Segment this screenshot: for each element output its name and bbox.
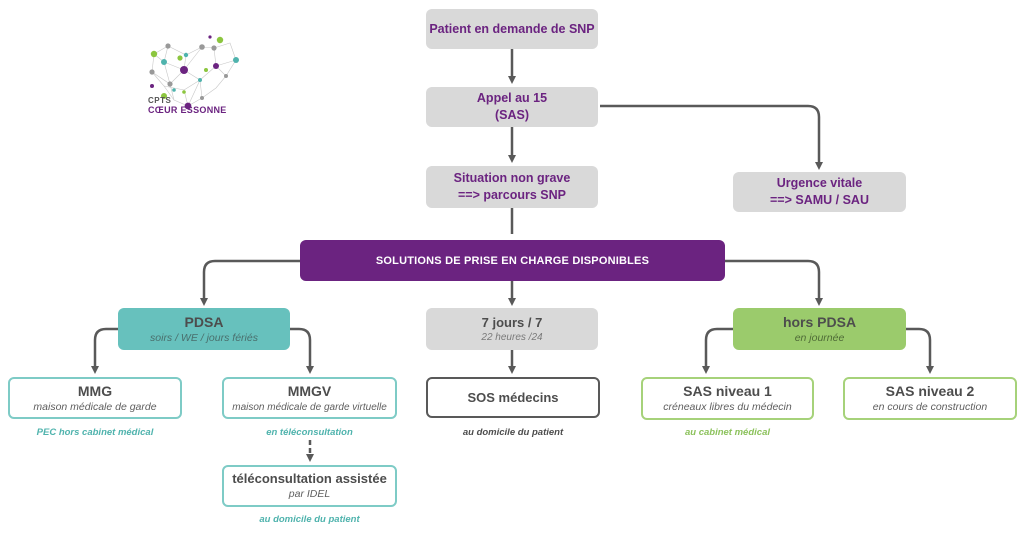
node-pdsa-subtitle: soirs / WE / jours fériés [150, 331, 258, 344]
node-appel-line2: (SAS) [494, 108, 530, 122]
node-solutions: SOLUTIONS DE PRISE EN CHARGE DISPONIBLES [300, 240, 725, 281]
node-hors-title: hors PDSA [782, 313, 857, 330]
node-pdsa-title: PDSA [184, 313, 224, 330]
logo-text-coeur-essonne: CŒUR ESSONNE [148, 105, 227, 115]
node-hors-subtitle: en journée [794, 331, 845, 344]
note-mmg: PEC hors cabinet médical [36, 427, 154, 438]
node-solutions-label: SOLUTIONS DE PRISE EN CHARGE DISPONIBLES [375, 254, 650, 267]
arrow-pdsa-to-mmgv [290, 327, 314, 374]
node-situation: Situation non grave ==> parcours SNP [426, 166, 598, 208]
node-hors-pdsa: hors PDSA en journée [733, 308, 906, 350]
node-urgence-line2: ==> SAMU / SAU [770, 193, 869, 207]
node-sas1-subtitle: créneaux libres du médecin [663, 401, 792, 413]
node-mmgv: MMGV maison médicale de garde virtuelle [222, 377, 397, 419]
note-tele: au domicile du patient [259, 514, 360, 525]
node-tele-title: téléconsultation assistée [232, 471, 387, 486]
node-tele-subtitle: par IDEL [288, 488, 331, 500]
node-situation-line2: ==> parcours SNP [457, 188, 567, 202]
node-sept-title: 7 jours / 7 [481, 314, 543, 330]
node-mmgv-title: MMGV [287, 382, 332, 399]
node-sept-subtitle: 22 heures /24 [481, 331, 543, 343]
note-mmgv: en téléconsultation [266, 427, 353, 438]
cpts-logo-icon [149, 35, 239, 110]
node-sos-title: SOS médecins [467, 390, 559, 405]
node-mmg: MMG maison médicale de garde [8, 377, 182, 419]
node-situation-line1: Situation non grave [453, 171, 571, 185]
node-sas2-subtitle: en cours de construction [872, 401, 988, 413]
logo-text-cpts: CPTS [148, 96, 172, 105]
node-appel-line1: Appel au 15 [476, 91, 548, 105]
arrow-hors-to-sas1 [702, 327, 733, 374]
node-sas1-title: SAS niveau 1 [683, 383, 772, 399]
note-sas1: au cabinet médical [684, 427, 770, 438]
node-urgence-line1: Urgence vitale [776, 176, 863, 190]
arrow-pdsa-to-mmg [91, 327, 118, 374]
node-teleconsultation: téléconsultation assistée par IDEL [222, 465, 397, 507]
note-sos: au domicile du patient [462, 427, 564, 438]
node-mmgv-subtitle: maison médicale de garde virtuelle [232, 401, 387, 413]
node-urgence: Urgence vitale ==> SAMU / SAU [733, 172, 906, 212]
node-appel-15: Appel au 15 (SAS) [426, 87, 598, 127]
node-sas-niveau-1: SAS niveau 1 créneaux libres du médecin [641, 377, 814, 420]
node-sept-jours: 7 jours / 7 22 heures /24 [426, 308, 598, 350]
node-patient-label: Patient en demande de SNP [429, 21, 595, 36]
node-mmg-subtitle: maison médicale de garde [33, 400, 157, 413]
node-sas2-title: SAS niveau 2 [885, 383, 975, 399]
node-sos-medecins: SOS médecins [426, 377, 600, 418]
node-sas-niveau-2: SAS niveau 2 en cours de construction [843, 377, 1017, 420]
arrow-solutions-to-pdsa [200, 259, 300, 306]
arrow-solutions-to-hors [724, 259, 823, 306]
node-pdsa: PDSA soirs / WE / jours fériés [118, 308, 290, 350]
arrow-hors-to-sas2 [906, 327, 934, 374]
node-mmg-title: MMG [77, 382, 113, 399]
arrow-appel-to-urgence [600, 104, 823, 170]
node-patient: Patient en demande de SNP [426, 9, 598, 49]
